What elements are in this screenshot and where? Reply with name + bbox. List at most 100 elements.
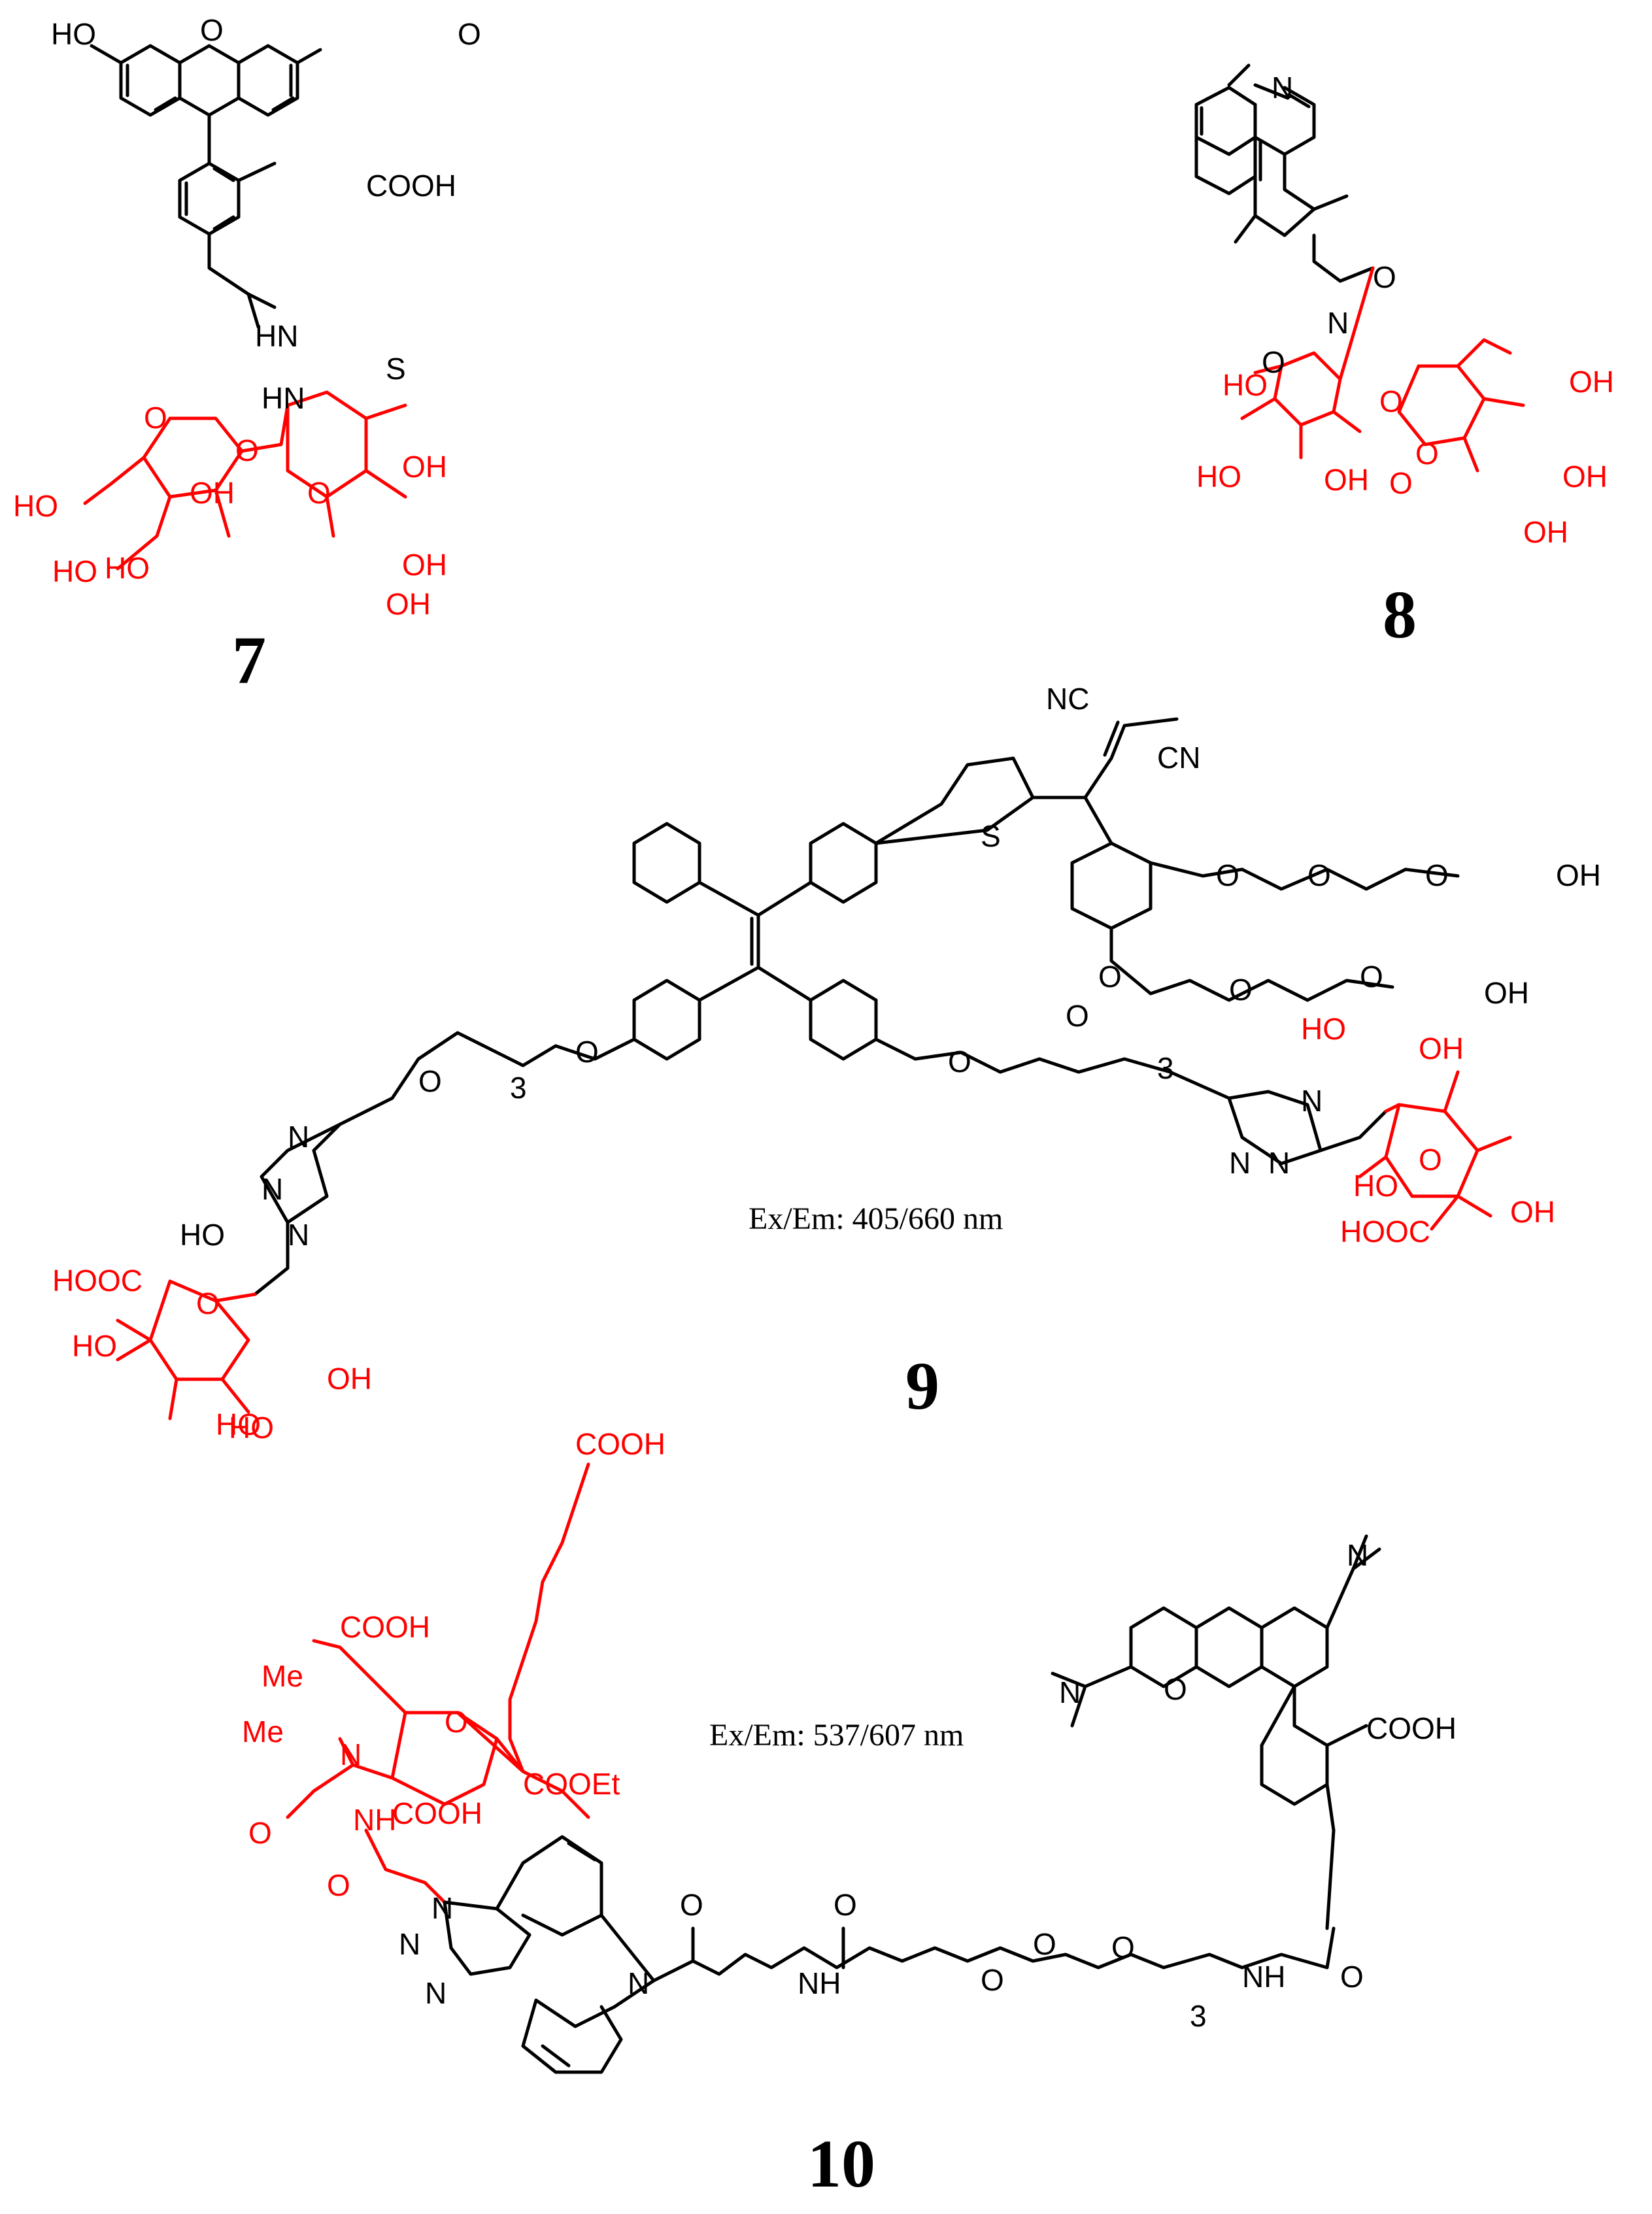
- atom-label: OH: [1556, 858, 1601, 892]
- benzoic-ring: [178, 161, 277, 329]
- atom-label: O: [458, 17, 481, 51]
- atom-label: HO: [51, 17, 96, 51]
- atom-label: O: [680, 1888, 703, 1922]
- atom-label: N: [1229, 1146, 1251, 1180]
- atom-label: HO: [1353, 1169, 1398, 1203]
- atom-label: NC: [1046, 682, 1089, 716]
- atom-label: COOH: [392, 1796, 482, 1830]
- compound-10: COOH COOH Me Me N O COOEt COOH O NH O N …: [242, 1427, 1457, 2202]
- atom-label: COOEt: [523, 1767, 620, 1801]
- atom-label: OH: [1569, 365, 1614, 399]
- atom-label: N: [288, 1218, 309, 1252]
- atom-label: O: [1216, 858, 1239, 892]
- compound-number: 9: [905, 1349, 939, 1424]
- atom-label: O: [1262, 345, 1285, 379]
- atom-label: S: [386, 352, 406, 386]
- atom-label: HOOC: [1340, 1215, 1430, 1249]
- compound-number: 7: [232, 623, 266, 698]
- atom-label: COOH: [366, 169, 456, 203]
- atom-label: N: [431, 1891, 453, 1925]
- atom-label: COOH: [575, 1427, 666, 1461]
- atom-label: O: [1340, 1960, 1364, 1994]
- atom-label: HO: [1301, 1012, 1346, 1046]
- atom-label: O: [1425, 858, 1449, 892]
- compound-8: N O N O HO O OH HO OH O O OH OH 8: [1194, 63, 1614, 652]
- atom-label: S: [981, 819, 1001, 853]
- atom-label: HO: [1222, 368, 1268, 402]
- dibenzocyclooctyne-triazole: [443, 1835, 1336, 2074]
- atom-label: N: [288, 1120, 309, 1154]
- excitation-emission-caption: Ex/Em: 405/660 nm: [749, 1201, 1003, 1236]
- atom-label: O: [1098, 960, 1122, 994]
- atom-label: HOOC: [52, 1264, 143, 1298]
- atom-label: NH: [353, 1803, 396, 1837]
- atom-label: N: [628, 1966, 649, 2000]
- atom-label: O: [981, 1963, 1004, 1997]
- atom-label: OH: [1484, 976, 1529, 1010]
- compound-number: 10: [807, 2126, 875, 2202]
- lactose-unit: [83, 390, 407, 571]
- atom-label: O: [1419, 1143, 1442, 1177]
- atom-label: N: [425, 1976, 447, 2010]
- atom-label: O: [1307, 858, 1331, 892]
- atom-label: N: [261, 1172, 283, 1206]
- atom-label: OH: [1510, 1195, 1555, 1229]
- atom-label: O: [1415, 437, 1439, 471]
- atom-label: O: [235, 433, 259, 467]
- atom-label: O: [1373, 260, 1396, 294]
- atom-label: O: [144, 401, 167, 435]
- atom-label: Me: [242, 1715, 284, 1749]
- disaccharide-unit: [1240, 266, 1525, 473]
- atom-label: 3: [1190, 1999, 1207, 2033]
- atom-label: O: [1164, 1672, 1187, 1706]
- triazole-rings: [253, 1090, 1388, 1296]
- atom-label: O: [1229, 973, 1253, 1007]
- atom-label: HO: [180, 1218, 225, 1252]
- atom-label: N: [1268, 1146, 1290, 1180]
- atom-label: O: [575, 1035, 599, 1069]
- atom-label: OH: [327, 1362, 372, 1396]
- atom-label: NH: [798, 1966, 841, 2000]
- atom-label: COOH: [1366, 1711, 1457, 1745]
- atom-label: OH: [402, 548, 447, 582]
- atom-label: OH: [402, 450, 447, 484]
- sialic-acid-analog: [286, 1462, 590, 1904]
- atom-label: COOH: [340, 1610, 430, 1644]
- atom-label: HO: [216, 1407, 261, 1441]
- atom-label: O: [1033, 1927, 1056, 1961]
- naphthalimide-core: [1194, 63, 1375, 283]
- atom-label: OH: [190, 476, 235, 510]
- atom-label: N: [1272, 71, 1293, 105]
- atom-label: N: [399, 1927, 420, 1961]
- atom-label: HN: [255, 319, 298, 353]
- atom-label: N: [1327, 306, 1349, 340]
- atom-label: HO: [229, 1411, 274, 1445]
- compound-number: 8: [1383, 577, 1417, 652]
- atom-label: O: [200, 13, 224, 47]
- atom-label: HO: [72, 1329, 117, 1363]
- atom-label: 3: [1157, 1051, 1174, 1085]
- compound-9: NC CN S O O O OH O O O OH O O 3 O O 3 N …: [52, 682, 1601, 1445]
- atom-label: HO: [105, 551, 150, 585]
- atom-label: OH: [1523, 515, 1568, 549]
- atom-label: O: [1360, 960, 1383, 994]
- atom-label: CN: [1157, 741, 1200, 775]
- atom-label: N: [1059, 1675, 1081, 1709]
- atom-label: O: [1066, 999, 1089, 1033]
- atom-label: OH: [1419, 1032, 1464, 1065]
- atom-label: O: [1389, 466, 1413, 500]
- atom-label: NH: [1242, 1960, 1285, 1994]
- atom-label: Me: [261, 1659, 303, 1693]
- atom-label: N: [1301, 1084, 1323, 1118]
- atom-label: OH: [1562, 460, 1608, 494]
- fluorescein-core: [90, 44, 322, 165]
- sialic-acid-units: [116, 1070, 1512, 1420]
- peg-linkers: [338, 1031, 1231, 1126]
- atom-label: HO: [1196, 460, 1241, 494]
- atom-label: O: [307, 476, 331, 510]
- atom-label: 3: [510, 1071, 527, 1105]
- thiophene-dicyanovinyl: [874, 717, 1460, 1002]
- atom-label: O: [327, 1868, 350, 1902]
- tetraphenylethylene-core: [632, 822, 878, 1061]
